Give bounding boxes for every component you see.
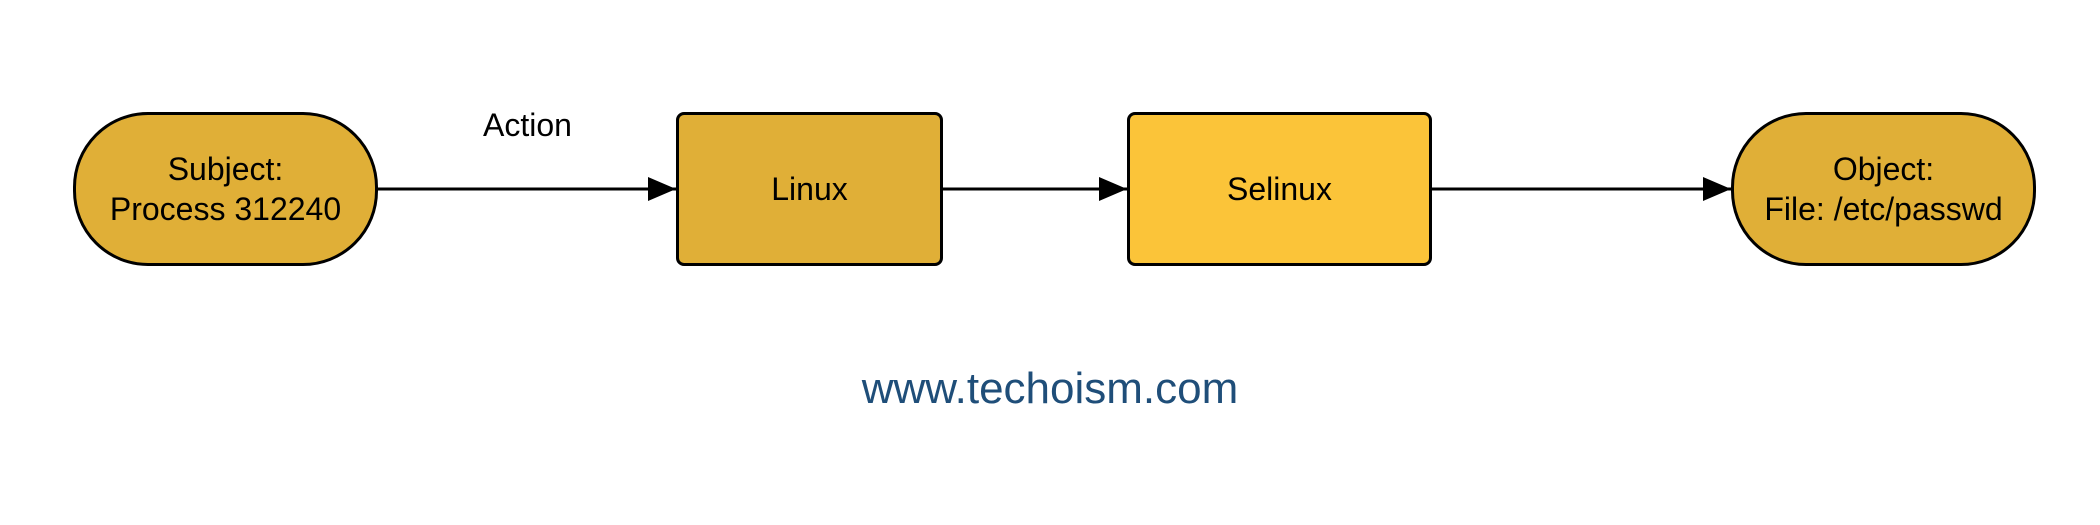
arrowhead-subject-to-linux <box>648 177 676 201</box>
selinux-node: Selinux <box>1127 112 1432 266</box>
linux-node: Linux <box>676 112 943 266</box>
object-node: Object: File: /etc/passwd <box>1731 112 2036 266</box>
website-watermark: www.techoism.com <box>861 364 1239 413</box>
selinux-node-label: Selinux <box>1227 171 1332 207</box>
object-node-title: Object: <box>1832 151 1935 187</box>
edge-label-action: Action <box>483 107 572 143</box>
arrowhead-selinux-to-object <box>1703 177 1731 201</box>
linux-node-label: Linux <box>771 171 848 207</box>
object-node-detail: File: /etc/passwd <box>1764 191 2003 227</box>
subject-node-detail: Process 312240 <box>109 191 342 227</box>
subject-node: Subject: Process 312240 <box>73 112 378 266</box>
arrowhead-linux-to-selinux <box>1099 177 1127 201</box>
subject-node-title: Subject: <box>167 151 284 187</box>
